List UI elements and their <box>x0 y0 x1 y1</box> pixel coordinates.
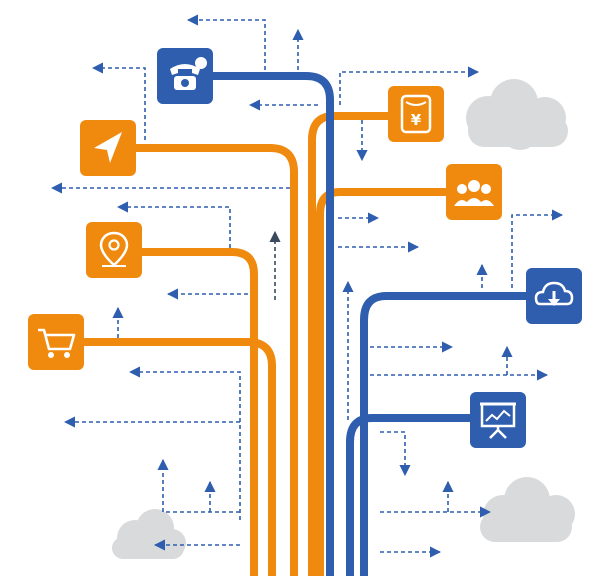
navigation-icon <box>80 120 136 176</box>
cloud-decoration-bottom-left <box>112 509 186 559</box>
telephone-icon <box>157 48 213 104</box>
location-pin-icon <box>86 222 142 278</box>
group-icon <box>446 164 502 220</box>
dashed-connectors <box>50 14 564 558</box>
cloud-decoration-bottom-right <box>480 477 575 542</box>
blue-trunk-lines <box>212 72 528 576</box>
orange-trunk-lines <box>82 112 448 576</box>
money-icon: ¥ <box>388 86 444 142</box>
cloud-download-icon <box>526 268 582 324</box>
shopping-cart-icon <box>28 314 84 370</box>
cloud-decoration-top-right <box>466 79 568 150</box>
money-glyph: ¥ <box>411 111 422 129</box>
presentation-icon <box>470 392 526 448</box>
